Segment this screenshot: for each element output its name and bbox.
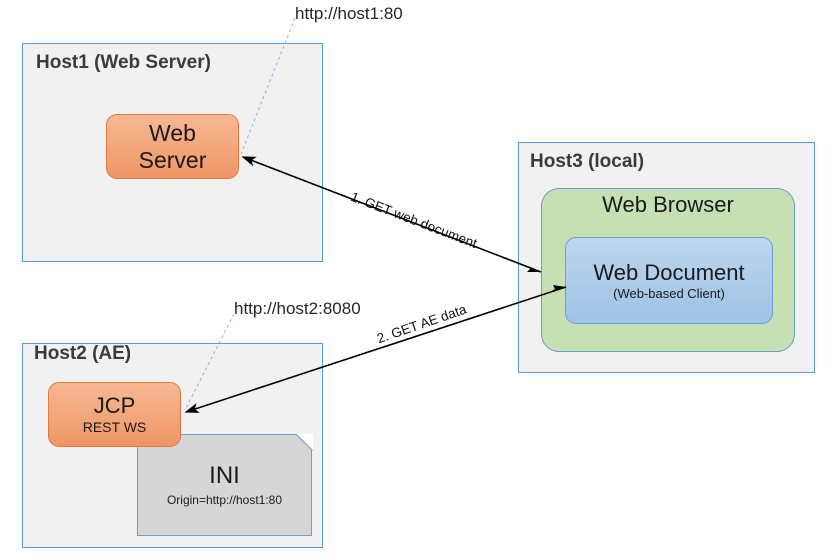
host2-title: Host2 (AE)	[34, 343, 132, 364]
jcp-node[interactable]: JCP REST WS	[48, 382, 181, 447]
host3-title: Host3 (local)	[530, 151, 645, 172]
ini-file-shape	[137, 434, 312, 536]
ini-file-node[interactable]: INI Origin=http://host1:80	[137, 434, 313, 536]
web-server-node[interactable]: Web Server	[106, 114, 239, 179]
host1-title: Host1 (Web Server)	[36, 52, 211, 73]
web-server-label-line2: Server	[138, 146, 207, 173]
callout-line-host2	[185, 313, 235, 409]
ini-file-text: INI Origin=http://host1:80	[137, 434, 312, 536]
arrow-1-head-right	[525, 265, 541, 272]
web-document-node[interactable]: Web Document (Web-based Client)	[565, 237, 773, 324]
jcp-sublabel: REST WS	[82, 419, 147, 435]
arrow-2-line	[184, 286, 567, 413]
web-document-sublabel: (Web-based Client)	[613, 285, 725, 301]
arrow-1-line	[241, 156, 542, 273]
callout-url-host2: http://host2:8080	[234, 299, 361, 318]
arrow-2-head-right	[550, 285, 566, 292]
web-browser-label: Web Browser	[602, 192, 734, 217]
ini-title: INI	[209, 462, 240, 489]
jcp-label: JCP	[93, 393, 136, 418]
callout-url-host1: http://host1:80	[295, 4, 403, 23]
ini-fold-line-icon	[295, 434, 313, 451]
ini-origin-value: Origin=http://host1:80	[166, 493, 283, 507]
callout-line-host1	[240, 17, 296, 155]
web-document-label: Web Document	[593, 259, 745, 285]
web-server-label-line1: Web	[149, 119, 196, 146]
